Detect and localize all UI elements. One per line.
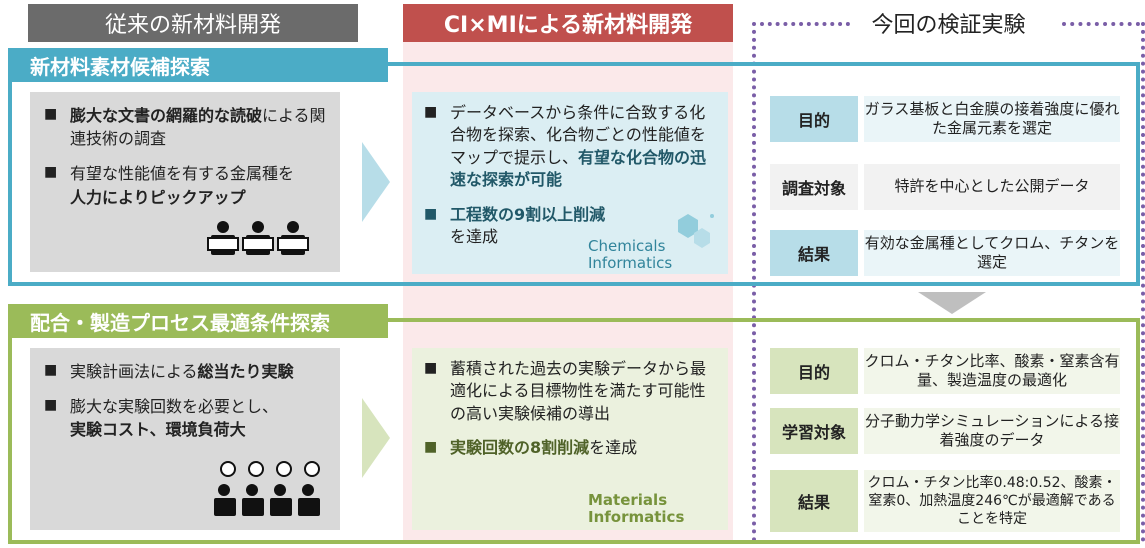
bullet-square-icon: ■ bbox=[44, 106, 58, 122]
logo-line: Chemicals bbox=[588, 237, 666, 255]
bullet-strong: 膨大な文書の網羅的な読破 bbox=[70, 106, 263, 125]
bullet-text: 実験計画法による bbox=[70, 362, 198, 381]
bullet-square-icon: ■ bbox=[44, 164, 58, 181]
row-label-purpose: 目的 bbox=[770, 348, 858, 394]
row-value-target: 特許を中心とした公開データ bbox=[864, 164, 1120, 210]
bullet-square-icon: ■ bbox=[44, 362, 58, 378]
cimi-header: CI×MIによる新材料開発 bbox=[403, 4, 733, 42]
bullet-strong: 実験回数の8割削減 bbox=[450, 438, 590, 458]
bullet-strong: 総当たり実験 bbox=[197, 362, 294, 381]
bullet-square-icon: ■ bbox=[44, 397, 58, 414]
row-value-purpose: クロム・チタン比率、酸素・窒素含有量、製造温度の最適化 bbox=[864, 348, 1120, 394]
bullet-square-icon: ■ bbox=[424, 104, 438, 120]
bullet-text: データベースから条件に合致する化合物を探索、化合物ごとの性能値をマップで提示し、 bbox=[450, 103, 706, 167]
bullet-strong: 工程数の9割以上削減 bbox=[450, 204, 606, 224]
verification-header-text: 今回の検証実験 bbox=[857, 7, 1040, 39]
header-dotted-line-left bbox=[760, 22, 850, 26]
bullet-item: ■ データベースから条件に合致する化合物を探索、化合物ごとの性能値をマップで提示… bbox=[424, 102, 716, 192]
chemicals-informatics-logo: Chemicals Informatics bbox=[588, 238, 672, 271]
arrow-down-icon bbox=[918, 292, 986, 314]
section-title-ci: 新材料素材候補探索 bbox=[8, 48, 388, 82]
row-label-purpose: 目的 bbox=[770, 96, 858, 142]
bullet-item: ■ 実験計画法による総当たり実験 bbox=[44, 360, 326, 383]
bullet-square-icon: ■ bbox=[424, 205, 438, 222]
bullet-text: を達成 bbox=[450, 226, 499, 246]
section-frame-mi bbox=[8, 318, 1140, 544]
row-label-result: 結果 bbox=[770, 470, 858, 532]
bullet-strong: 実験コスト、環境負荷大 bbox=[70, 420, 246, 440]
bullet-text: を達成 bbox=[589, 438, 638, 458]
bullet-item: ■ 膨大な文書の網羅的な読破による関連技術の調査 bbox=[44, 104, 326, 150]
materials-informatics-logo: Materials Informatics bbox=[588, 492, 684, 525]
row-label-target: 調査対象 bbox=[770, 164, 858, 210]
logo-line: Informatics bbox=[588, 253, 673, 272]
bullet-strong: 有望な化合物の迅速な探索が可能 bbox=[450, 147, 707, 190]
row-value-learning-target: 分子動力学シミュレーションによる接着強度のデータ bbox=[864, 408, 1120, 454]
arrow-right-icon bbox=[362, 398, 390, 478]
header-dotted-line-right bbox=[1062, 22, 1140, 26]
bullet-item: ■ 蓄積された過去の実験データから最適化による目標物性を満たす可能性の高い実験候… bbox=[424, 358, 716, 425]
row-value-result: クロム・チタン比率0.48:0.52、酸素・窒素0、加熱温度246℃が最適解であ… bbox=[864, 470, 1120, 532]
row-label-learning-target: 学習対象 bbox=[770, 408, 858, 454]
bullet-item: ■ 有望な性能値を有する金属種を人力によりピックアップ bbox=[44, 162, 326, 208]
thinking-people-icon bbox=[214, 461, 320, 516]
bullet-text: 蓄積された過去の実験データから最適化による目標物性を満たす可能性の高い実験候補の… bbox=[450, 359, 707, 423]
mi-box: ■ 蓄積された過去の実験データから最適化による目標物性を満たす可能性の高い実験候… bbox=[412, 348, 728, 530]
section-frame-ci bbox=[8, 62, 1140, 286]
conventional-box-mi: ■ 実験計画法による総当たり実験 ■ 膨大な実験回数を必要とし、実験コスト、環境… bbox=[30, 348, 340, 530]
bullet-text: 膨大な実験回数を必要とし、 bbox=[70, 397, 279, 417]
verification-header: 今回の検証実験 bbox=[752, 4, 1145, 42]
bullet-square-icon: ■ bbox=[424, 360, 438, 376]
bullet-strong: 人力によりピックアップ bbox=[70, 187, 246, 207]
arrow-right-icon bbox=[362, 142, 390, 222]
logo-line: Informatics bbox=[588, 507, 685, 526]
conventional-box-ci: ■ 膨大な文書の網羅的な読破による関連技術の調査 ■ 有望な性能値を有する金属種… bbox=[30, 92, 340, 272]
bullet-item: ■ 実験回数の8割削減を達成 bbox=[424, 437, 716, 459]
bullet-text: 有望な性能値を有する金属種を bbox=[70, 164, 295, 184]
bullet-text: による関連技術の調査 bbox=[70, 106, 326, 149]
bullet-square-icon: ■ bbox=[424, 439, 438, 456]
bullet-item: ■ 膨大な実験回数を必要とし、実験コスト、環境負荷大 bbox=[44, 395, 326, 441]
logo-line: Materials bbox=[588, 491, 668, 509]
row-label-result: 結果 bbox=[770, 230, 858, 276]
row-value-result: 有効な金属種としてクロム、チタンを選定 bbox=[864, 230, 1120, 276]
conventional-header: 従来の新材料開発 bbox=[28, 4, 358, 42]
reading-people-icon bbox=[207, 221, 309, 255]
row-value-purpose: ガラス基板と白金膜の接着強度に優れた金属元素を選定 bbox=[864, 96, 1120, 142]
bullet-item: ■ 工程数の9割以上削減を達成 bbox=[424, 204, 716, 249]
ci-box: ■ データベースから条件に合致する化合物を探索、化合物ごとの性能値をマップで提示… bbox=[412, 92, 728, 274]
section-title-mi: 配合・製造プロセス最適条件探索 bbox=[8, 304, 388, 338]
molecule-logo-icon bbox=[666, 214, 714, 248]
